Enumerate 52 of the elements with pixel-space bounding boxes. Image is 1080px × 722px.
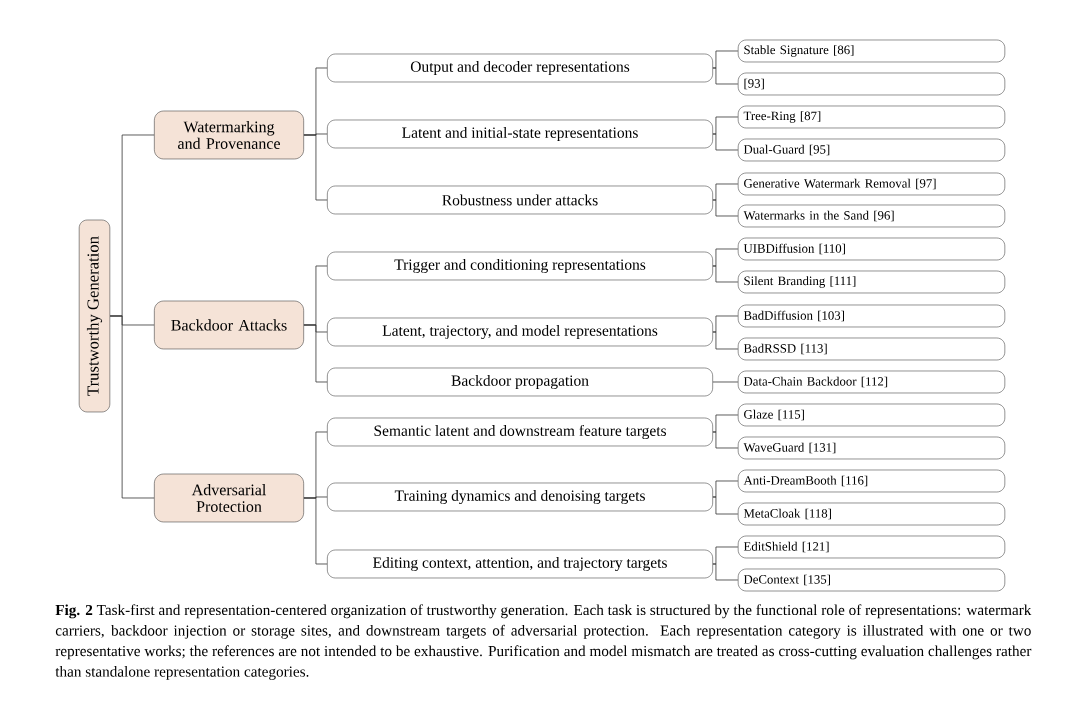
connector-line <box>712 265 739 283</box>
connector-line <box>712 133 739 151</box>
reference-box: Watermarks in the Sand [96] <box>737 204 1006 228</box>
reference-box: BadRSSD [113] <box>737 337 1006 361</box>
reference-box: Anti-DreamBooth [116] <box>737 469 1006 493</box>
category-box: Watermarking and Provenance <box>154 110 304 160</box>
reference-box: Generative Watermark Removal [97] <box>737 172 1006 196</box>
representation-box: Robustness under attacks <box>327 185 713 215</box>
connector-line <box>303 497 328 565</box>
connector-line <box>712 546 739 565</box>
connector-line <box>712 331 739 350</box>
reference-box: Dual-Guard [95] <box>737 138 1006 162</box>
connector-line <box>712 248 739 267</box>
connector-line <box>712 50 739 69</box>
representation-box: Latent, trajectory, and model representations <box>327 317 713 347</box>
reference-box: WaveGuard [131] <box>737 436 1006 460</box>
representation-box: Latent and initial-state representations <box>327 119 713 149</box>
representation-box: Trigger and conditioning representations <box>327 251 713 281</box>
figure-caption: Fig. 2 Task-first and representation-centered organization of trustworthy generation. Each task is structured by the functional role of representations: watermark carriers, backdoor injection or storage sites, and downstream targets of adversarial protection. Each representation category is illustrated with one or two representative works; the references are not intended to be exhaustive. Purification and model mismatch are treated as cross-cutting evaluation challenges rather than standalone representation categories. <box>55 604 1032 680</box>
connector-line <box>303 134 328 201</box>
representation-box: Semantic latent and downstream feature targets <box>327 417 713 447</box>
reference-box: Stable Signature [86] <box>737 39 1006 63</box>
category-box: Backdoor Attacks <box>154 300 304 350</box>
category-box: Adversarial Protection <box>154 473 304 523</box>
reference-box: Data-Chain Backdoor [112] <box>737 370 1006 394</box>
reference-box: UIBDiffusion [110] <box>737 237 1006 261</box>
reference-box: MetaCloak [118] <box>737 502 1006 526</box>
connector-line <box>109 315 155 499</box>
representation-box: Editing context, attention, and trajectory targets <box>327 549 713 579</box>
representation-box: Output and decoder representations <box>327 53 713 83</box>
connector-line <box>712 67 739 85</box>
reference-box: BadDiffusion [103] <box>737 304 1006 328</box>
connector-line <box>712 414 739 433</box>
connector-line <box>712 381 739 383</box>
reference-box: EditShield [121] <box>737 535 1006 559</box>
connector-line <box>712 563 739 581</box>
connector-line <box>712 183 739 201</box>
representation-box: Backdoor propagation <box>327 367 713 397</box>
reference-box: Glaze [115] <box>737 403 1006 427</box>
connector-line <box>712 315 739 333</box>
connector-line <box>712 480 739 498</box>
reference-box: DeContext [135] <box>737 568 1006 592</box>
connector-line <box>712 431 739 449</box>
connector-line <box>303 324 328 383</box>
connector-line <box>712 199 739 217</box>
root-box: Trustworthy Generation <box>78 219 111 413</box>
reference-box: [93] <box>737 72 1006 96</box>
connector-line <box>712 116 739 135</box>
representation-box: Training dynamics and denoising targets <box>327 482 713 512</box>
reference-box: Tree-Ring [87] <box>737 105 1006 129</box>
reference-box: Silent Branding [111] <box>737 270 1006 294</box>
connector-line <box>712 496 739 515</box>
